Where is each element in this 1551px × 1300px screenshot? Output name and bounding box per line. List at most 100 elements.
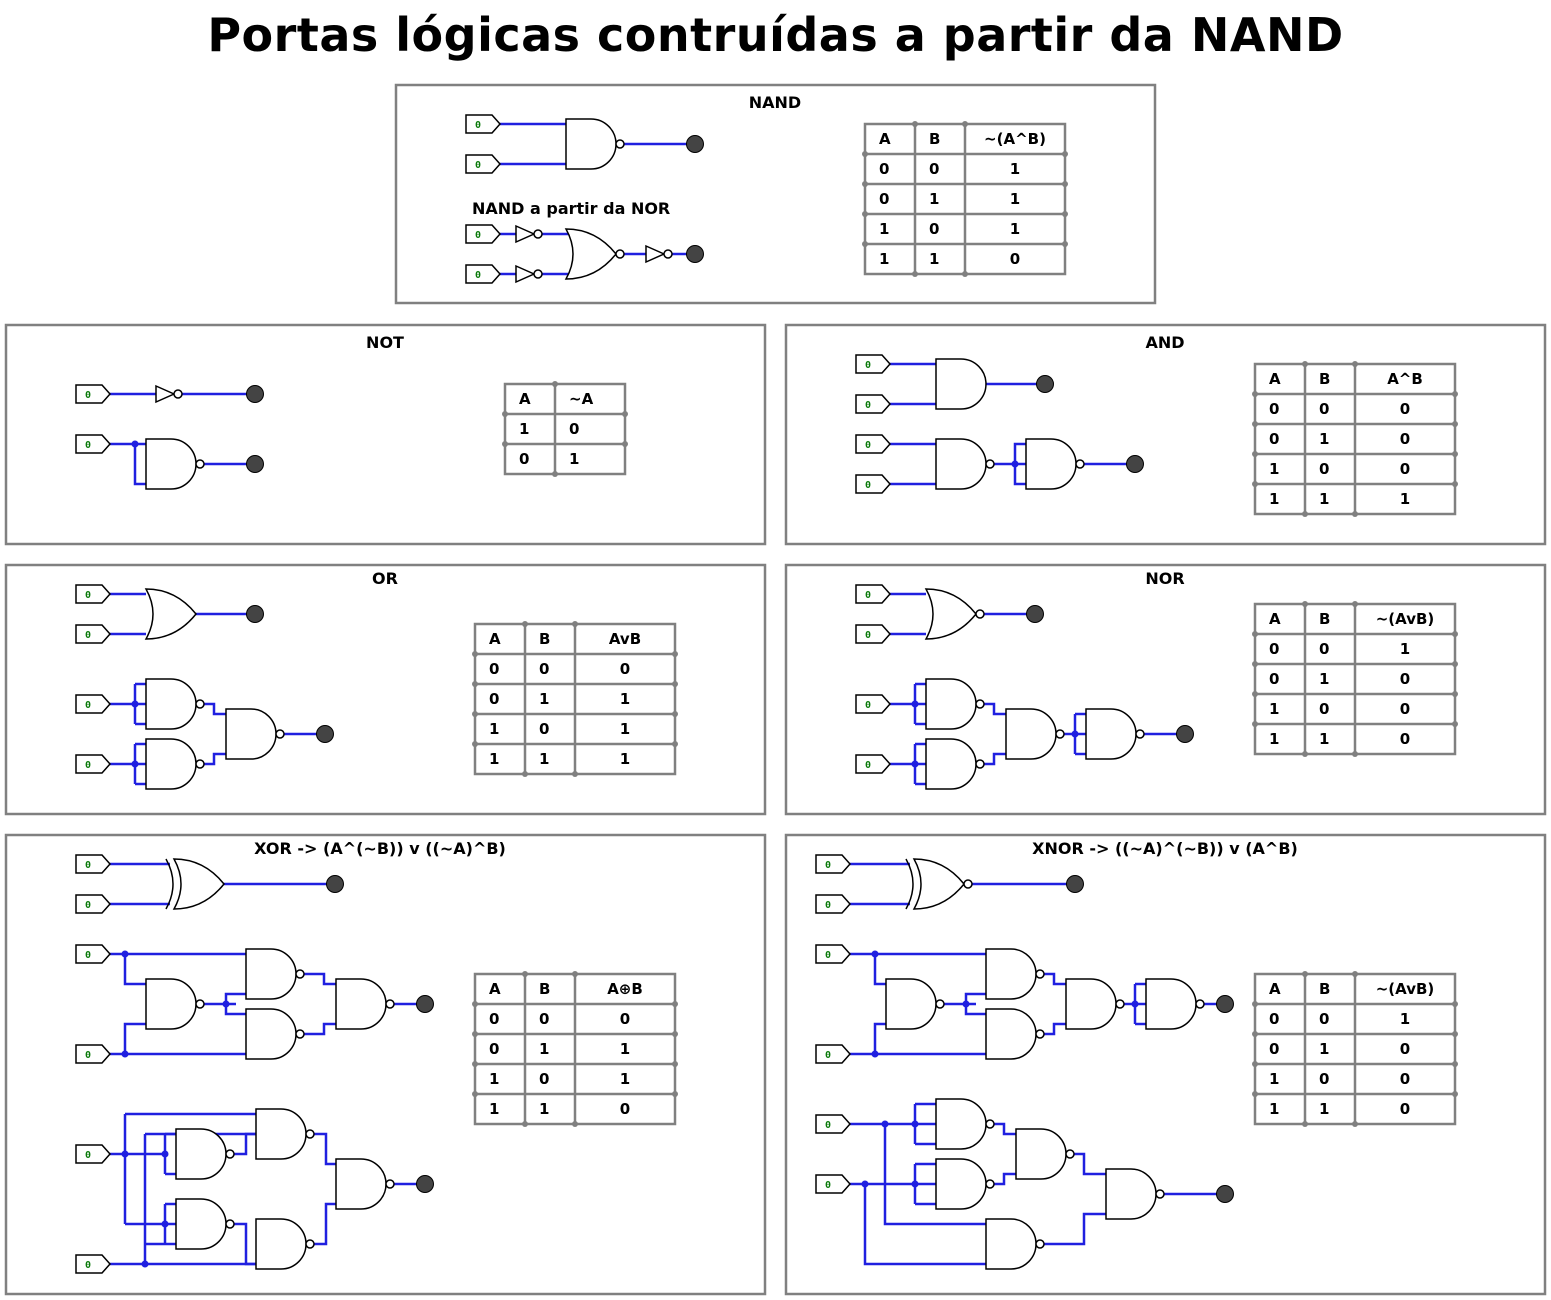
output-led xyxy=(246,605,264,623)
wire xyxy=(1013,464,1026,486)
input-pin-body[interactable] xyxy=(815,894,852,914)
input-pin-body[interactable] xyxy=(815,854,852,874)
wire xyxy=(964,1004,986,1016)
input-pin-body[interactable] xyxy=(855,694,892,714)
input-pin-body[interactable] xyxy=(465,264,502,284)
truth-table-handle xyxy=(552,381,558,387)
input-pin-body[interactable] xyxy=(855,354,892,374)
output-led xyxy=(1036,375,1054,393)
input-pin[interactable]: 0 xyxy=(855,584,892,604)
input-pin[interactable]: 0 xyxy=(815,944,852,964)
input-pin-body[interactable] xyxy=(855,474,892,494)
nand-gate xyxy=(145,738,197,790)
input-pin-body[interactable] xyxy=(75,624,112,644)
wire xyxy=(304,1022,336,1036)
input-pin[interactable]: 0 xyxy=(815,1114,852,1134)
input-pin-body[interactable] xyxy=(75,434,112,454)
not-gate xyxy=(155,384,176,404)
input-pin-body[interactable] xyxy=(75,694,112,714)
truth-table-cell: 0 xyxy=(539,660,549,678)
input-pin[interactable]: 0 xyxy=(815,894,852,914)
not-gate xyxy=(645,244,666,264)
truth-table-cell: 1 xyxy=(620,690,630,708)
input-pin-body[interactable] xyxy=(815,1174,852,1194)
input-pin-body[interactable] xyxy=(75,1144,112,1164)
truth-table-handle xyxy=(472,681,478,687)
truth-table-handle xyxy=(1352,601,1358,607)
truth-table-handle xyxy=(672,1031,678,1037)
input-pin-body[interactable] xyxy=(75,1254,112,1274)
input-pin[interactable]: 0 xyxy=(75,384,112,404)
input-pin[interactable]: 0 xyxy=(75,1144,112,1164)
input-pin-body[interactable] xyxy=(75,944,112,964)
input-pin-body[interactable] xyxy=(75,584,112,604)
input-pin[interactable]: 0 xyxy=(75,944,112,964)
truth-table-header: ~(A^B) xyxy=(984,130,1046,148)
truth-table-cell: 1 xyxy=(1400,640,1410,658)
input-pin[interactable]: 0 xyxy=(855,434,892,454)
input-pin[interactable]: 0 xyxy=(855,354,892,374)
truth-table-handle xyxy=(672,651,678,657)
input-pin-body[interactable] xyxy=(855,754,892,774)
input-pin-body[interactable] xyxy=(75,894,112,914)
input-pin-value: 0 xyxy=(85,440,91,451)
input-pin[interactable]: 0 xyxy=(465,114,502,134)
input-pin[interactable]: 0 xyxy=(855,624,892,644)
input-pin[interactable]: 0 xyxy=(815,1174,852,1194)
input-pin[interactable]: 0 xyxy=(855,754,892,774)
nand-gate xyxy=(1015,1128,1067,1180)
truth-table-cell: 0 xyxy=(1400,700,1410,718)
input-pin-body[interactable] xyxy=(855,584,892,604)
input-pin[interactable]: 0 xyxy=(75,584,112,604)
wire xyxy=(1044,972,1066,986)
input-pin[interactable]: 0 xyxy=(75,754,112,774)
input-pin-body[interactable] xyxy=(75,854,112,874)
truth-table-cell: 1 xyxy=(539,1100,549,1118)
input-pin[interactable]: 0 xyxy=(815,854,852,874)
output-led xyxy=(246,455,264,473)
truth-table-cell: 1 xyxy=(1269,700,1279,718)
wire xyxy=(224,992,246,1004)
input-pin-body[interactable] xyxy=(855,434,892,454)
input-pin-body[interactable] xyxy=(855,394,892,414)
output-led xyxy=(416,1175,434,1193)
input-pin[interactable]: 0 xyxy=(855,694,892,714)
input-pin[interactable]: 0 xyxy=(75,894,112,914)
input-pin-body[interactable] xyxy=(815,1114,852,1134)
input-pin-body[interactable] xyxy=(75,1044,112,1064)
truth-table-header: A xyxy=(489,980,501,998)
nand-gate xyxy=(1005,708,1057,760)
input-pin-value: 0 xyxy=(85,630,91,641)
input-pin[interactable]: 0 xyxy=(75,854,112,874)
input-pin[interactable]: 0 xyxy=(75,1044,112,1064)
input-pin-body[interactable] xyxy=(815,944,852,964)
input-pin[interactable]: 0 xyxy=(465,224,502,244)
inverter-bubble xyxy=(275,729,285,739)
truth-table-cell: 1 xyxy=(489,1070,499,1088)
input-pin-body[interactable] xyxy=(465,154,502,174)
input-pin[interactable]: 0 xyxy=(855,474,892,494)
truth-table-cell: 0 xyxy=(620,1010,630,1028)
input-pin[interactable]: 0 xyxy=(75,624,112,644)
input-pin-body[interactable] xyxy=(465,114,502,134)
input-pin-body[interactable] xyxy=(855,624,892,644)
input-pin-body[interactable] xyxy=(75,754,112,774)
input-pin[interactable]: 0 xyxy=(855,394,892,414)
input-pin-body[interactable] xyxy=(465,224,502,244)
input-pin[interactable]: 0 xyxy=(75,694,112,714)
inverter-bubble xyxy=(1065,1149,1075,1159)
output-led xyxy=(326,875,344,893)
inverter-bubble xyxy=(195,459,205,469)
input-pin[interactable]: 0 xyxy=(465,154,502,174)
input-pin-value: 0 xyxy=(85,950,91,961)
truth-table-handle xyxy=(622,411,628,417)
truth-table-cell: 0 xyxy=(1319,1010,1329,1028)
input-pin[interactable]: 0 xyxy=(465,264,502,284)
inverter-bubble xyxy=(1035,1239,1045,1249)
input-pin-body[interactable] xyxy=(75,384,112,404)
input-pin[interactable]: 0 xyxy=(75,1254,112,1274)
input-pin[interactable]: 0 xyxy=(815,1044,852,1064)
input-pin[interactable]: 0 xyxy=(75,434,112,454)
input-pin-body[interactable] xyxy=(815,1044,852,1064)
inverter-bubble xyxy=(305,1129,315,1139)
